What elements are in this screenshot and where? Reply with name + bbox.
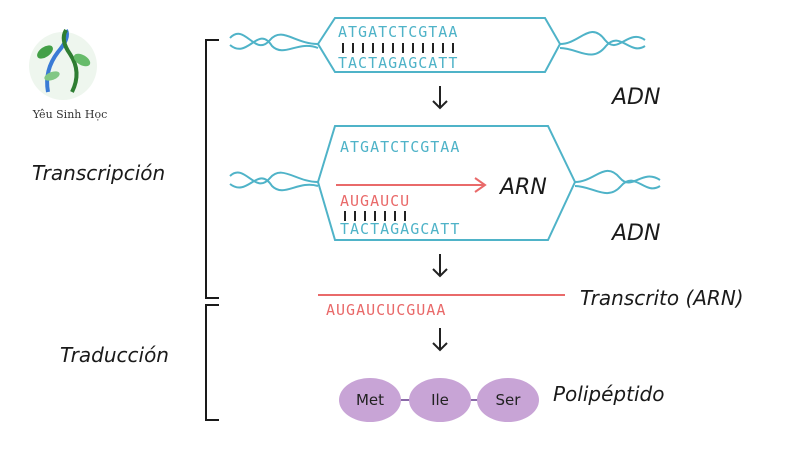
rna-label: ARN xyxy=(498,175,547,200)
amino-acid-bead xyxy=(339,378,401,422)
down-arrow-icon xyxy=(432,254,448,278)
dna-left-helix xyxy=(229,32,319,47)
dna-right-helix xyxy=(559,31,646,47)
transcript-label: Transcrito (ARN) xyxy=(580,286,744,310)
stage-bracket xyxy=(205,39,219,421)
rna-partial-strand: AUGAUCU xyxy=(340,192,410,210)
amino-acid-bead xyxy=(409,378,471,422)
dna-right-helix xyxy=(559,39,646,56)
rna-synthesis-arrow-icon xyxy=(336,177,487,193)
dna-right-helix xyxy=(574,170,661,184)
dna-left-helix xyxy=(229,171,319,185)
down-arrow-icon xyxy=(432,86,448,110)
transcription-bracket xyxy=(205,39,219,299)
dna-template-strand: TACTAGAGCATT xyxy=(340,220,460,238)
logo-text: Yêu Sinh Học xyxy=(32,108,108,121)
amino-acid-label: Ile xyxy=(431,391,449,409)
dna-label: ADN xyxy=(610,85,660,110)
polypeptide-chain: Met Ile Ser xyxy=(339,378,539,422)
base-pair-ticks xyxy=(344,211,406,221)
dna-coding-strand: ATGATCTCGTAA xyxy=(340,138,460,156)
dna-coding-strand: ATGATCTCGTAA xyxy=(338,23,458,41)
transcription-label: Transcripción xyxy=(32,161,165,185)
dna-label: ADN xyxy=(610,221,660,246)
rna-full-strand: AUGAUCUCGUAA xyxy=(326,301,446,319)
logo-leaf-icon xyxy=(73,53,91,67)
dna-left-helix xyxy=(229,37,319,52)
dna-double-strand: ATGATCTCGTAA TACTAGAGCATT xyxy=(229,17,646,73)
transcript-rna: AUGAUCUCGUAA xyxy=(318,294,565,319)
amino-acid-label: Met xyxy=(356,391,384,409)
translation-bracket xyxy=(205,304,219,421)
logo-leaf-icon xyxy=(37,45,53,59)
amino-acid-bead xyxy=(477,378,539,422)
dna-template-strand: TACTAGAGCATT xyxy=(338,54,458,72)
logo-helix-strand-b xyxy=(61,28,79,93)
transcription-bubble: ATGATCTCGTAA AUGAUCU TACTAGAGCATT xyxy=(229,125,661,241)
amino-acid-label: Ser xyxy=(496,391,522,409)
logo: Yêu Sinh Học xyxy=(29,28,108,121)
polypeptide-label: Polipéptido xyxy=(553,382,664,406)
down-arrow-icon xyxy=(432,328,448,352)
logo-leaf-icon xyxy=(44,71,60,81)
base-pair-ticks xyxy=(342,43,454,53)
translation-label: Traducción xyxy=(60,343,169,367)
dna-right-helix xyxy=(574,179,661,195)
dna-left-helix xyxy=(229,177,319,192)
